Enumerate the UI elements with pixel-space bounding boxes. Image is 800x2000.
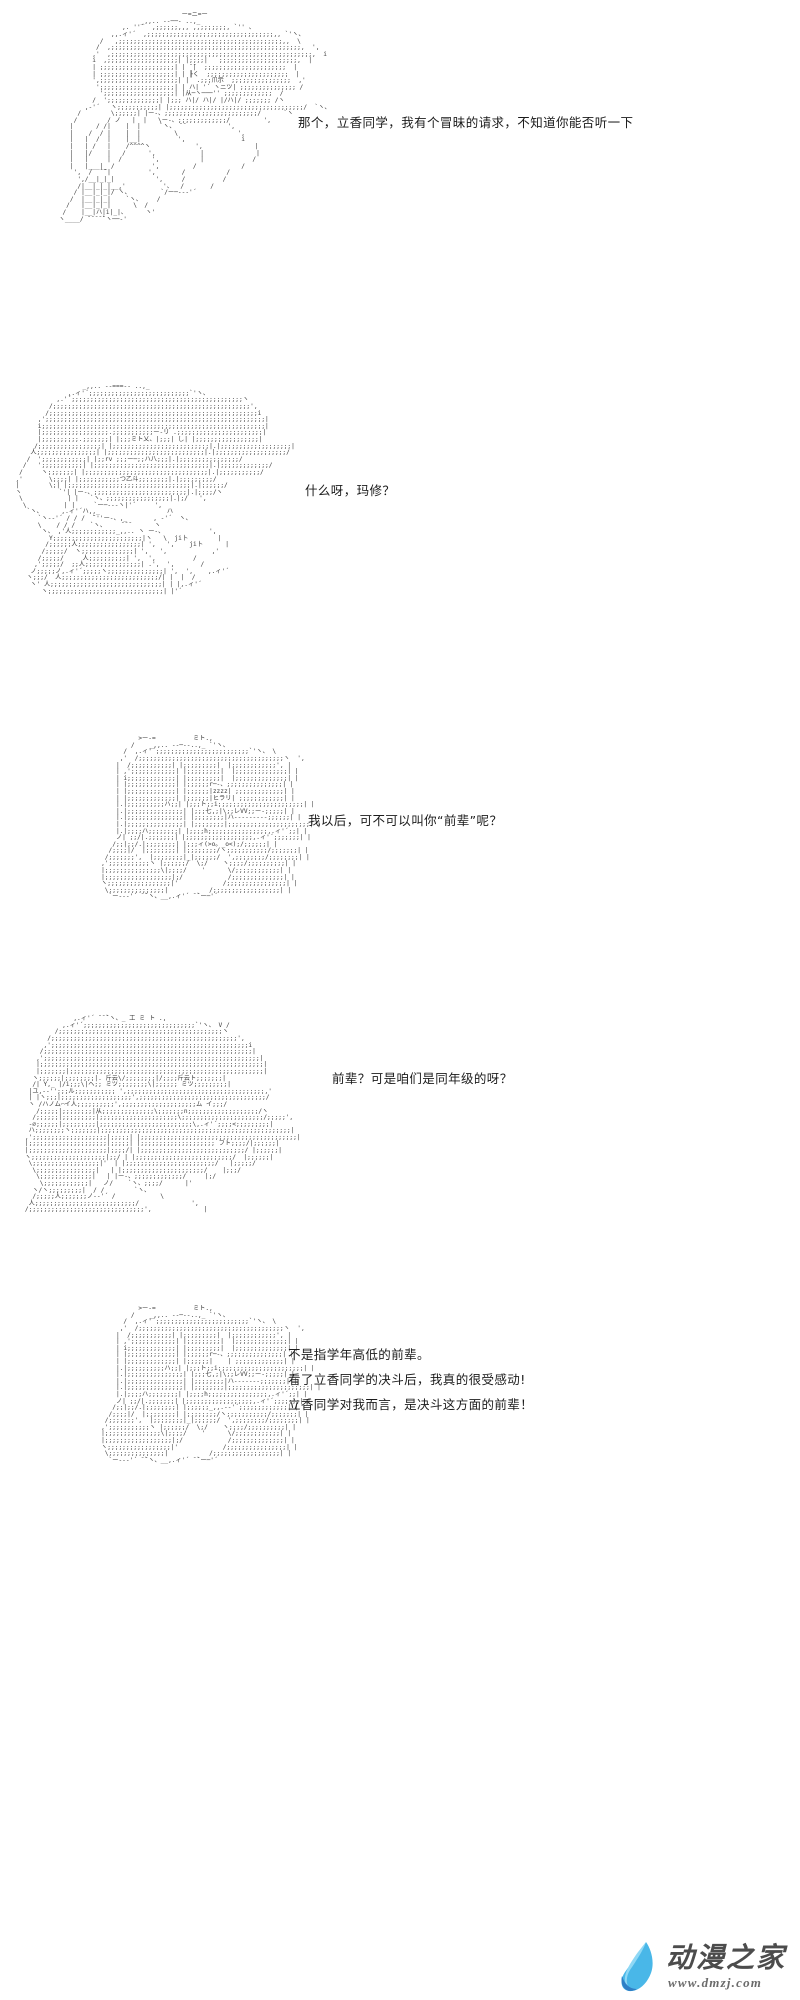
site-watermark: 动漫之家 www.dmzj.com (616, 1940, 786, 1992)
dialogue-panel-1: 那个，立香同学，我有个冒昧的请求，不知道你能否听一下 (298, 110, 633, 135)
ascii-art-panel-4: ,.ィ'´ ̄ ̄ ̄`ヽ、_ 工 ミ ト ., ,.ィ'´;;;;;;;;;;… (24, 1015, 301, 1214)
dialogue-line: 立香同学对我而言，是决斗这方面的前辈！ (288, 1397, 534, 1412)
ascii-art-panel-1: ー=ニ=ー _,,.. -‐──- ..,_ ,. ''´ ,;;;;;;,,,… (58, 11, 331, 223)
dialogue-line: 那个，立香同学，我有个冒昧的请求，不知道你能否听一下 (298, 115, 634, 130)
water-drop-wing-icon (621, 1942, 653, 1992)
ascii-art-panel-2: _,,.. -‐===‐- ..,_ ,.ィ'´;;;;;;;;;;;;;;;;… (15, 383, 295, 595)
dialogue-line: 什么呀，玛修？ (305, 483, 396, 498)
dialogue-panel-5: 不是指学年高低的前辈。 看了立香同学的决斗后，我真的很受感动! 立香同学对我而言… (288, 1342, 533, 1417)
ascii-art-panel-5: >ー‐= ミト., / _,,.. -‐─--..,_ `'ヽ、 / ,.ィ'´… (101, 1305, 321, 1464)
dialogue-line: 不是指学年高低的前辈。 (288, 1347, 430, 1362)
dialogue-line: 我以后，可不可以叫你“前辈”呢？ (308, 813, 503, 828)
dialogue-panel-2: 什么呀，玛修？ (305, 478, 395, 503)
dialogue-line: 看了立香同学的决斗后，我真的很受感动! (288, 1372, 526, 1387)
site-url: www.dmzj.com (667, 1974, 763, 1990)
site-name: 动漫之家 (665, 1940, 786, 1974)
dialogue-panel-4: 前辈？可是咱们是同年级的呀？ (332, 1066, 513, 1091)
ascii-art-panel-3: >ー‐= ミト., / _,,.. -‐─--..,_ `'ヽ、 / ,.ィ'´… (101, 735, 321, 901)
dialogue-panel-3: 我以后，可不可以叫你“前辈”呢？ (308, 808, 502, 833)
watermark-text: 动漫之家 www.dmzj.com (665, 1940, 786, 1990)
dialogue-line: 前辈？可是咱们是同年级的呀？ (332, 1071, 513, 1086)
